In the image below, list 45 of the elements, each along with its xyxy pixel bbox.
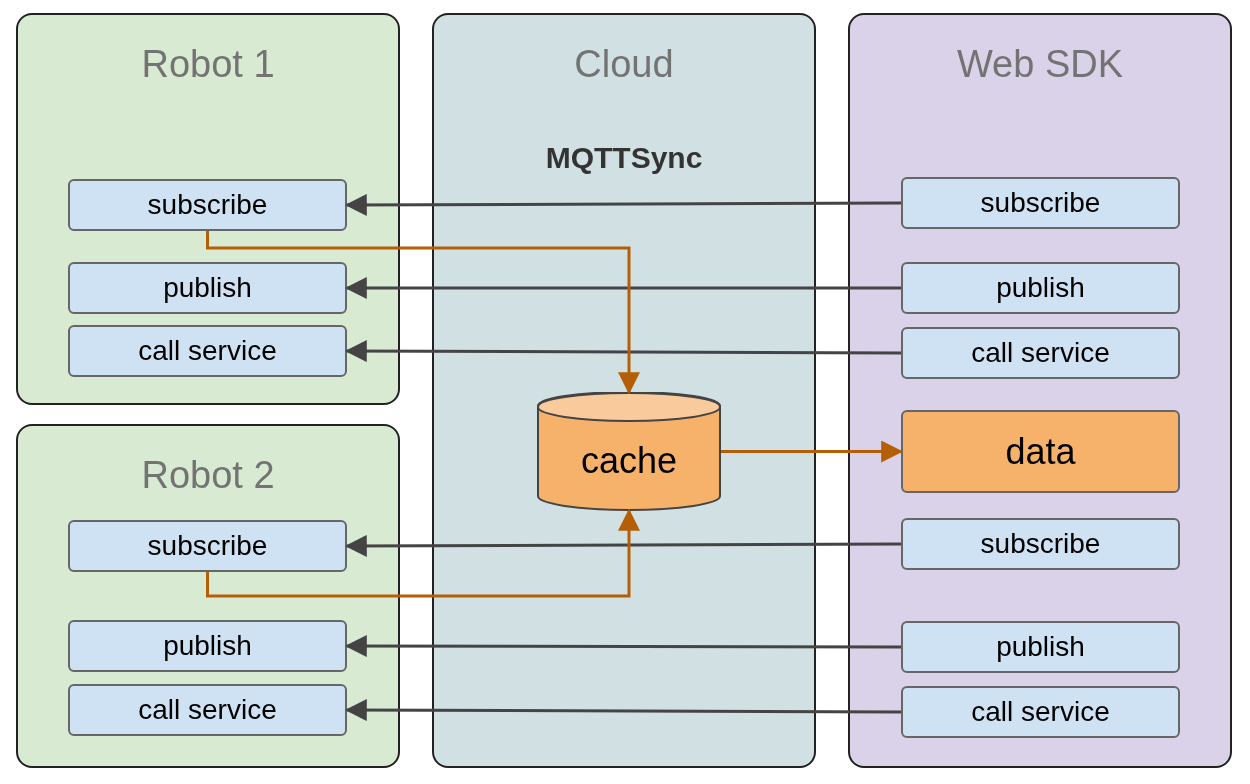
- box-label: subscribe: [980, 528, 1101, 560]
- box-label: publish: [996, 631, 1085, 663]
- box-label: publish: [163, 272, 252, 304]
- process-box: [68, 262, 347, 314]
- arrow: [344, 193, 901, 216]
- process-box: [68, 520, 347, 572]
- process-box: [68, 325, 347, 377]
- process-box: [901, 621, 1180, 673]
- arrow: [206, 508, 640, 598]
- box-label: call service: [971, 696, 1110, 728]
- process-box: [901, 686, 1180, 738]
- group-panel: [848, 13, 1232, 768]
- panel-title: Robot 1: [140, 43, 276, 86]
- box-label: subscribe: [147, 189, 268, 221]
- group-panel: [16, 424, 400, 768]
- panel-title: Web SDK: [955, 43, 1125, 86]
- panel-title: Robot 2: [140, 454, 276, 497]
- group-panel: [432, 13, 816, 768]
- group-panel: [16, 13, 400, 405]
- process-box: [901, 518, 1180, 570]
- process-box: [901, 262, 1180, 314]
- process-box: [68, 684, 347, 736]
- box-label: data: [1005, 430, 1076, 473]
- cylinder-label: cache: [579, 440, 679, 482]
- process-box: [901, 177, 1180, 229]
- arrow: [344, 699, 901, 722]
- arrow: [344, 277, 901, 299]
- box-label: subscribe: [980, 187, 1101, 219]
- process-box: [68, 620, 347, 672]
- arrow: [206, 231, 640, 395]
- box-label: call service: [138, 694, 277, 726]
- arrow: [344, 340, 901, 363]
- box-label: publish: [996, 272, 1085, 304]
- arrow: [721, 440, 904, 463]
- box-label: call service: [971, 337, 1110, 369]
- box-label: subscribe: [147, 530, 268, 562]
- process-box: [68, 179, 347, 231]
- process-box: [901, 327, 1180, 379]
- panel-subtitle: MQTTSync: [544, 141, 704, 175]
- arrow: [344, 534, 901, 557]
- panel-title: Cloud: [573, 43, 675, 86]
- box-label: publish: [163, 630, 252, 662]
- box-label: call service: [138, 335, 277, 367]
- arrow: [344, 635, 901, 658]
- process-box: [901, 410, 1180, 493]
